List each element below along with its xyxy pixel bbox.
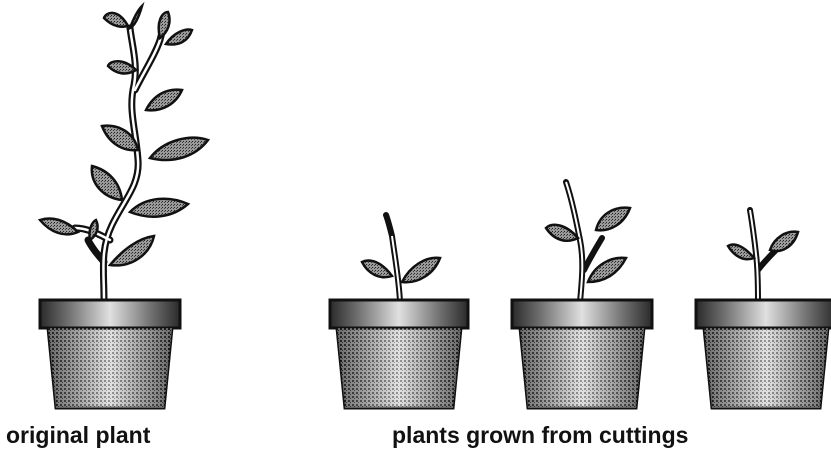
- leaf: [596, 208, 630, 231]
- leaf: [150, 138, 208, 160]
- leaf: [166, 30, 192, 45]
- leaf: [588, 258, 626, 282]
- leaf: [110, 236, 154, 265]
- original-plant: [40, 6, 208, 408]
- cutting-3-pot: [696, 300, 831, 408]
- leaf: [728, 245, 754, 260]
- cutting-plant-1: [330, 215, 468, 408]
- leaf: [146, 90, 182, 111]
- original-plant-pot: [40, 300, 180, 408]
- cutting-3-leaves: [728, 232, 798, 260]
- leaf: [770, 232, 798, 251]
- cutting-1-leaves: [362, 258, 440, 283]
- leaf: [130, 199, 188, 217]
- leaf: [92, 166, 122, 200]
- leaf: [362, 261, 392, 278]
- cuttings-caption: plants grown from cuttings: [392, 424, 688, 447]
- leaf: [546, 225, 578, 241]
- cutting-1-stem: [386, 215, 400, 302]
- leaf: [40, 219, 78, 235]
- cutting-1-pot: [330, 300, 468, 408]
- leaf: [159, 12, 170, 38]
- cutting-2-leaves: [546, 208, 630, 282]
- cutting-plant-3: [696, 210, 831, 408]
- leaf: [104, 13, 128, 27]
- cutting-2-pot: [512, 300, 652, 408]
- leaf: [402, 258, 440, 283]
- original-plant-leaves: [40, 6, 208, 265]
- cutting-plant-2: [512, 182, 652, 408]
- leaf: [130, 6, 142, 28]
- original-plant-caption: original plant: [6, 424, 150, 447]
